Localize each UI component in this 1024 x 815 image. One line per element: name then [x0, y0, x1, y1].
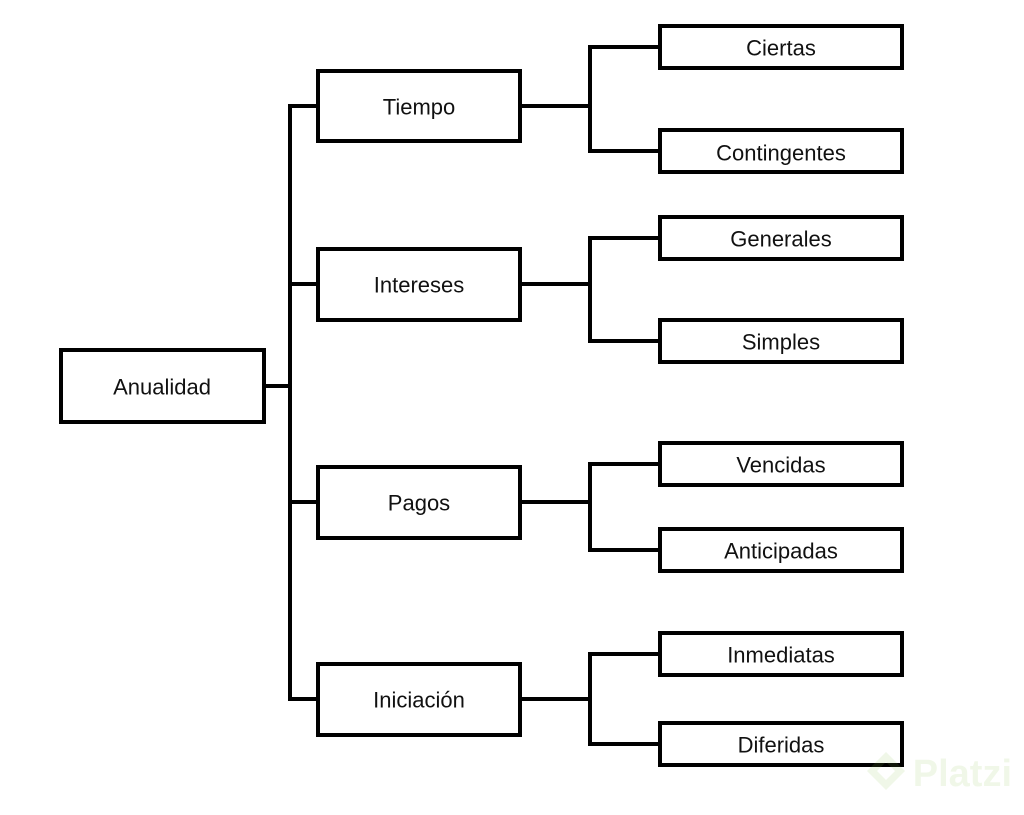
- branch-node-pagos: Pagos: [316, 465, 522, 540]
- leaf-node-label: Inmediatas: [727, 643, 835, 668]
- leaf-node-generales: Generales: [658, 215, 904, 261]
- leaf-node-label: Simples: [742, 330, 820, 355]
- leaf-node-box: [658, 631, 904, 677]
- leaf-node-box: [658, 527, 904, 573]
- leaf-node-box: [658, 721, 904, 767]
- tiempo-connector: [518, 45, 662, 153]
- leaf-node-contingentes: Contingentes: [658, 128, 904, 174]
- leaf-node-label: Generales: [730, 227, 832, 252]
- leaf-node-diferidas: Diferidas: [658, 721, 904, 767]
- branch-node-label: Iniciación: [373, 688, 465, 713]
- iniciacion-connector: [518, 652, 662, 746]
- root-node-label: Anualidad: [113, 375, 211, 400]
- platzi-logo-icon: [863, 749, 909, 800]
- leaf-node-box: [658, 318, 904, 364]
- intereses-connector: [518, 236, 662, 343]
- leaf-node-box: [658, 215, 904, 261]
- branch-node-label: Pagos: [388, 491, 450, 516]
- leaf-node-label: Anticipadas: [724, 539, 838, 564]
- branch-node-intereses: Intereses: [316, 247, 522, 322]
- branch-node-tiempo: Tiempo: [316, 69, 522, 143]
- leaf-node-label: Ciertas: [746, 36, 816, 61]
- pagos-connector: [518, 462, 662, 552]
- leaf-node-vencidas: Vencidas: [658, 441, 904, 487]
- leaf-node-label: Vencidas: [736, 453, 825, 478]
- leaf-node-simples: Simples: [658, 318, 904, 364]
- branch-node-box: [316, 69, 522, 143]
- leaf-node-anticipadas: Anticipadas: [658, 527, 904, 573]
- platzi-watermark: Platzi: [863, 749, 1012, 800]
- leaf-node-label: Diferidas: [738, 733, 825, 758]
- branch-node-label: Intereses: [374, 273, 465, 298]
- branch-node-box: [316, 247, 522, 322]
- branch-node-box: [316, 465, 522, 540]
- root-node-box: [59, 348, 266, 424]
- leaf-node-box: [658, 441, 904, 487]
- branch-node-iniciacion: Iniciación: [316, 662, 522, 737]
- branch-node-box: [316, 662, 522, 737]
- leaf-node-box: [658, 24, 904, 70]
- leaf-node-box: [658, 128, 904, 174]
- root-node: Anualidad: [59, 348, 266, 424]
- root-connector: [262, 104, 320, 701]
- leaf-node-inmediatas: Inmediatas: [658, 631, 904, 677]
- leaf-node-ciertas: Ciertas: [658, 24, 904, 70]
- leaf-node-label: Contingentes: [716, 141, 846, 166]
- watermark-brand-text: Platzi: [912, 753, 1012, 795]
- branch-node-label: Tiempo: [383, 95, 456, 120]
